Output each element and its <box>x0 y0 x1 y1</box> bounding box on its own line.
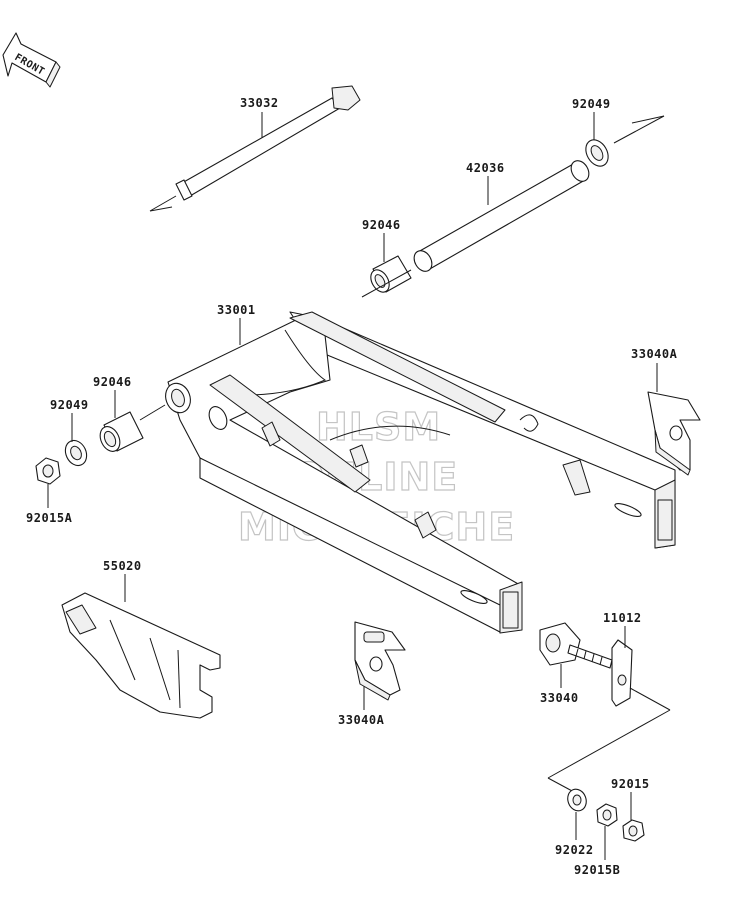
pivot-shaft <box>149 85 361 212</box>
label-92015B: 92015B <box>574 863 620 877</box>
label-33032: 33032 <box>240 96 279 110</box>
nut-left <box>35 457 61 485</box>
label-33040A-right: 33040A <box>631 347 678 361</box>
label-92015A: 92015A <box>26 511 73 525</box>
swingarm <box>165 311 676 634</box>
label-55020: 55020 <box>103 559 142 573</box>
label-92046-left: 92046 <box>93 375 132 389</box>
adjuster-block <box>611 639 633 707</box>
label-11012: 11012 <box>603 611 642 625</box>
label-92049-left: 92049 <box>50 398 89 412</box>
part-labels: 33032 92049 42036 92046 33001 33040A 920… <box>26 96 678 877</box>
nut-c <box>622 819 645 842</box>
chain-adjuster-right <box>647 391 701 476</box>
label-33040A-bottom: 33040A <box>338 713 385 727</box>
washer <box>567 788 587 812</box>
sleeve-pipe <box>413 160 590 272</box>
label-33040: 33040 <box>540 691 579 705</box>
label-42036: 42036 <box>466 161 505 175</box>
collar-top <box>585 115 665 167</box>
label-92015: 92015 <box>611 777 650 791</box>
needle-bearing-top <box>361 255 412 298</box>
front-arrow-icon: FRONT <box>2 32 61 88</box>
label-92049-top: 92049 <box>572 97 611 111</box>
chain-guide <box>61 592 221 719</box>
label-92046-top: 92046 <box>362 218 401 232</box>
collar-left <box>64 439 88 467</box>
adjuster-bolt <box>539 622 613 669</box>
nut-b <box>596 803 618 827</box>
label-92022: 92022 <box>555 843 594 857</box>
needle-bearing-left <box>99 404 166 452</box>
leader-hardware <box>547 687 671 793</box>
leader-lines <box>47 112 658 860</box>
label-33001: 33001 <box>217 303 256 317</box>
chain-adjuster-bottom <box>354 621 406 701</box>
